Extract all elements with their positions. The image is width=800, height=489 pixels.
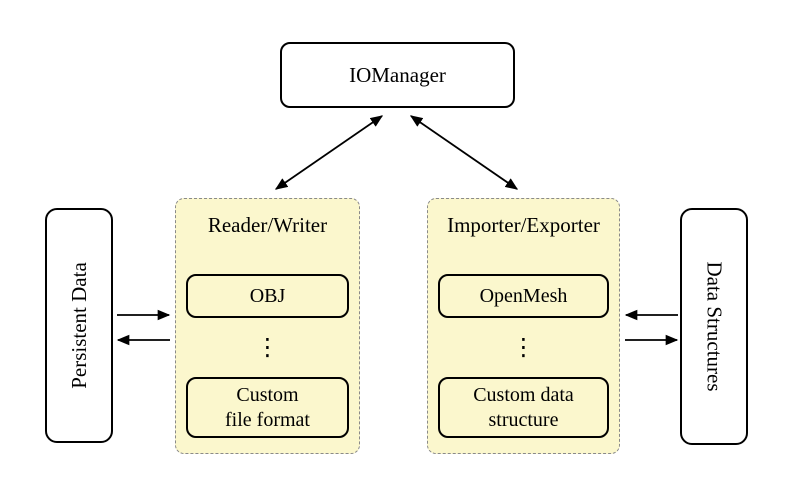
data-structures-node: Data Structures xyxy=(680,208,748,445)
importer-exporter-group: Importer/Exporter OpenMesh ⋮ Custom data… xyxy=(427,198,620,454)
custom-file-format-line2: file format xyxy=(225,408,310,431)
obj-node: OBJ xyxy=(186,274,349,318)
openmesh-label: OpenMesh xyxy=(479,284,568,307)
reader-writer-title: Reader/Writer xyxy=(207,213,328,237)
iomanager-label: IOManager xyxy=(349,62,446,87)
custom-file-format-line1: Custom xyxy=(236,383,299,406)
persistent-data-node: Persistent Data xyxy=(45,208,113,443)
arrow-iomanager-reader-writer xyxy=(274,115,384,190)
arrow-iomanager-importer-exporter xyxy=(409,115,519,190)
data-structures-label: Data Structures xyxy=(702,261,727,392)
custom-data-structure-node: Custom data structure xyxy=(438,377,609,438)
openmesh-node: OpenMesh xyxy=(438,274,609,318)
custom-file-format-node: Custom file format xyxy=(186,377,349,438)
iomanager-node: IOManager xyxy=(280,42,515,108)
importer-exporter-title: Importer/Exporter xyxy=(447,213,600,237)
importer-exporter-ellipsis: ⋮ xyxy=(511,333,536,361)
reader-writer-group: Reader/Writer OBJ ⋮ Custom file format xyxy=(175,198,360,454)
obj-label: OBJ xyxy=(249,284,286,307)
reader-writer-ellipsis: ⋮ xyxy=(255,333,280,361)
persistent-data-label: Persistent Data xyxy=(66,262,91,389)
custom-data-structure-line1: Custom data xyxy=(473,383,574,406)
custom-data-structure-line2: structure xyxy=(488,408,559,431)
